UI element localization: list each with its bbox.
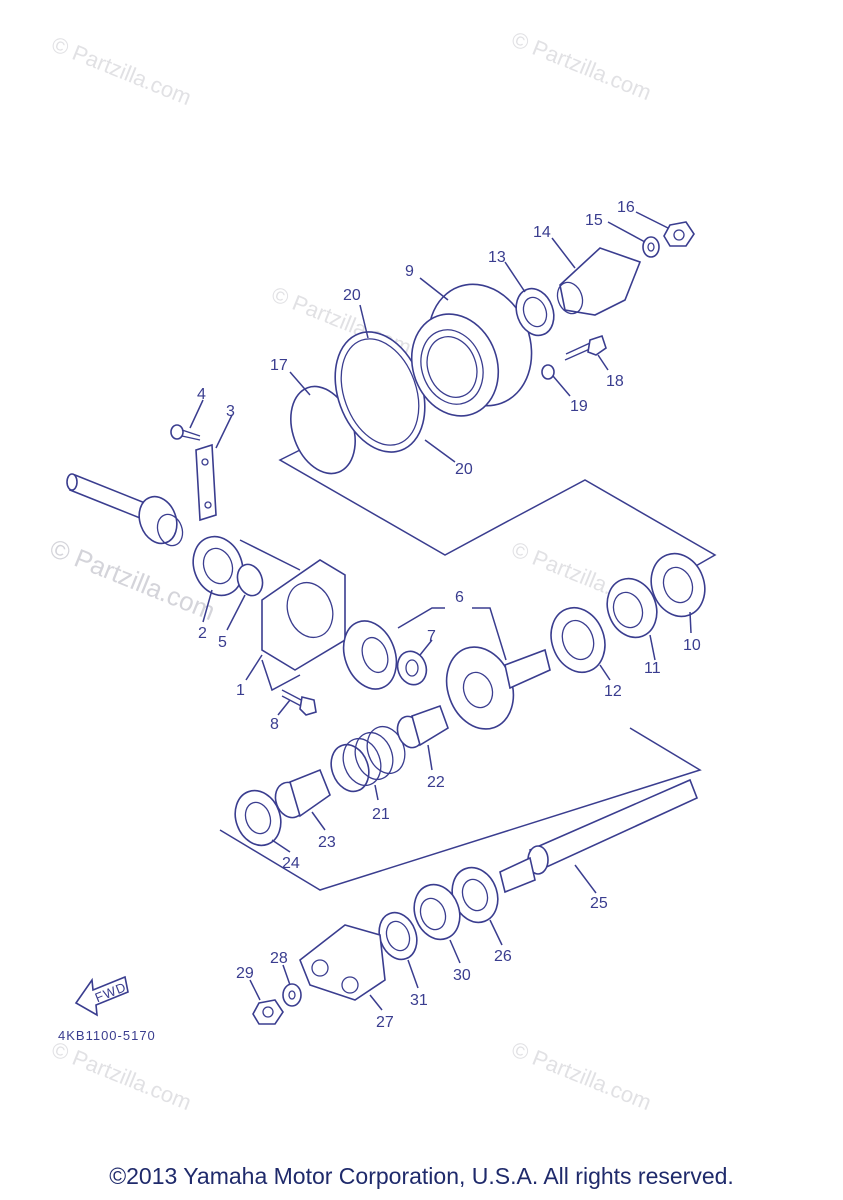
callout-16: 16 bbox=[617, 199, 635, 216]
callout-17: 17 bbox=[270, 357, 288, 374]
callout-25: 25 bbox=[590, 895, 608, 912]
callout-9: 9 bbox=[405, 263, 414, 280]
callout-18: 18 bbox=[606, 373, 624, 390]
callout-14: 14 bbox=[533, 224, 551, 241]
part-22-collar bbox=[396, 704, 449, 749]
part-6-gear-left bbox=[342, 620, 398, 690]
callout-7: 7 bbox=[427, 628, 436, 645]
callout-21: 21 bbox=[372, 806, 390, 823]
part-19-washer bbox=[541, 364, 555, 380]
part-16-nut bbox=[663, 221, 695, 247]
part-5-circlip bbox=[236, 563, 264, 597]
assembly-outline-lines bbox=[219, 449, 717, 891]
part-2-bearing bbox=[192, 535, 244, 597]
part-6-gear-right bbox=[445, 646, 551, 730]
callout-27: 27 bbox=[376, 1014, 394, 1031]
callout-2: 2 bbox=[198, 625, 207, 642]
part-8-bolt bbox=[281, 689, 317, 716]
callout-26: 26 bbox=[494, 948, 512, 965]
copyright-notice: ©2013 Yamaha Motor Corporation, U.S.A. A… bbox=[109, 1163, 734, 1189]
callout-28: 28 bbox=[270, 950, 288, 967]
callout-30: 30 bbox=[453, 967, 471, 984]
callout-5: 5 bbox=[218, 634, 227, 651]
part-25-shaft bbox=[499, 778, 699, 894]
watermark-top-left: © Partzilla.com bbox=[48, 31, 195, 110]
callout-20-top: 20 bbox=[343, 287, 361, 304]
part-3-plate bbox=[195, 443, 217, 522]
diagram-code: 4KB1100-5170 bbox=[58, 1028, 156, 1043]
watermark-bottom-left: © Partzilla.com bbox=[48, 1036, 195, 1115]
part-29-nut bbox=[252, 999, 284, 1025]
part-27-yoke bbox=[299, 924, 386, 1001]
callout-12: 12 bbox=[604, 683, 622, 700]
part-23-bushing bbox=[274, 768, 331, 819]
part-10-bearing bbox=[650, 552, 706, 618]
callout-13: 13 bbox=[488, 249, 506, 266]
leader-lines bbox=[189, 211, 692, 1011]
callout-15: 15 bbox=[585, 212, 603, 229]
part-7-nut bbox=[396, 650, 428, 686]
callout-8: 8 bbox=[270, 716, 279, 733]
watermark-bottom-right: © Partzilla.com bbox=[508, 1036, 655, 1115]
part-18-bolt bbox=[564, 334, 607, 361]
callout-22: 22 bbox=[427, 774, 445, 791]
callout-31: 31 bbox=[410, 992, 428, 1009]
part-31-oil-seal bbox=[378, 911, 418, 961]
callout-23: 23 bbox=[318, 834, 336, 851]
part-21-spring bbox=[330, 725, 406, 793]
callout-11: 11 bbox=[644, 660, 661, 677]
part-11-ring-nut bbox=[606, 577, 658, 639]
watermark-top-right: © Partzilla.com bbox=[508, 26, 655, 105]
callout-4: 4 bbox=[197, 386, 206, 403]
part-15-washer bbox=[642, 236, 660, 258]
callout-3: 3 bbox=[226, 403, 235, 420]
part-28-washer bbox=[282, 983, 302, 1007]
part-1-bearing-housing bbox=[261, 559, 346, 671]
callout-1: 1 bbox=[236, 682, 245, 699]
part-9-gear-case bbox=[410, 283, 533, 417]
callout-19: 19 bbox=[570, 398, 588, 415]
callout-29: 29 bbox=[236, 965, 254, 982]
part-drive-shaft bbox=[66, 473, 184, 547]
callout-24: 24 bbox=[282, 855, 300, 872]
callout-10: 10 bbox=[683, 637, 701, 654]
part-13-oil-seal bbox=[515, 287, 555, 337]
fwd-arrow-icon: FWD bbox=[74, 975, 129, 1017]
part-12-bearing bbox=[550, 606, 606, 674]
callout-labels: 1 2 3 4 5 6 7 8 9 10 11 12 13 14 15 16 1… bbox=[197, 199, 701, 1031]
part-30-ring-nut bbox=[413, 883, 461, 941]
part-24-bearing bbox=[234, 789, 282, 847]
part-14-yoke bbox=[556, 247, 642, 316]
watermark-mid-left: © Partzilla.com bbox=[46, 533, 220, 626]
callout-20-bottom: 20 bbox=[455, 461, 473, 478]
fwd-label: FWD bbox=[93, 979, 129, 1005]
callout-6: 6 bbox=[455, 589, 464, 606]
part-4-bolt bbox=[170, 424, 201, 441]
